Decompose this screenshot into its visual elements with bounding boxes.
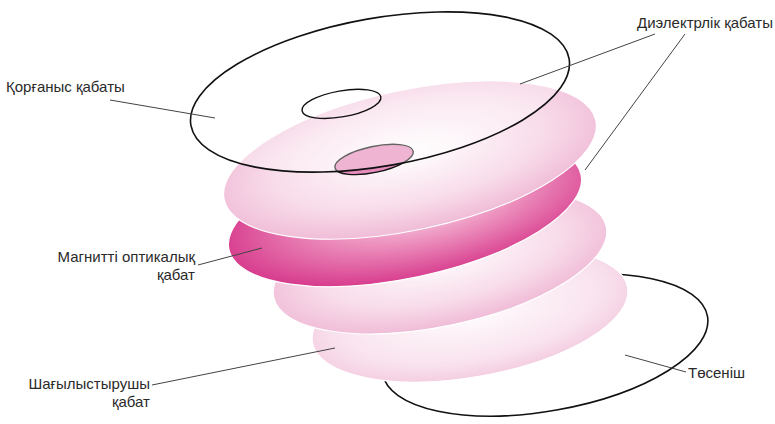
layer-label: Төсеніш (688, 364, 768, 382)
protective-layer (178, 0, 582, 198)
layer-label: Диэлектрлік қабаты (613, 14, 773, 32)
layer-label: Шағылыстырушы қабат (12, 375, 150, 411)
layer-label: Магнитті оптикалық қабат (20, 248, 195, 284)
layer-label: Қорғаныс қабаты (6, 78, 156, 96)
leader-lines (110, 34, 686, 385)
